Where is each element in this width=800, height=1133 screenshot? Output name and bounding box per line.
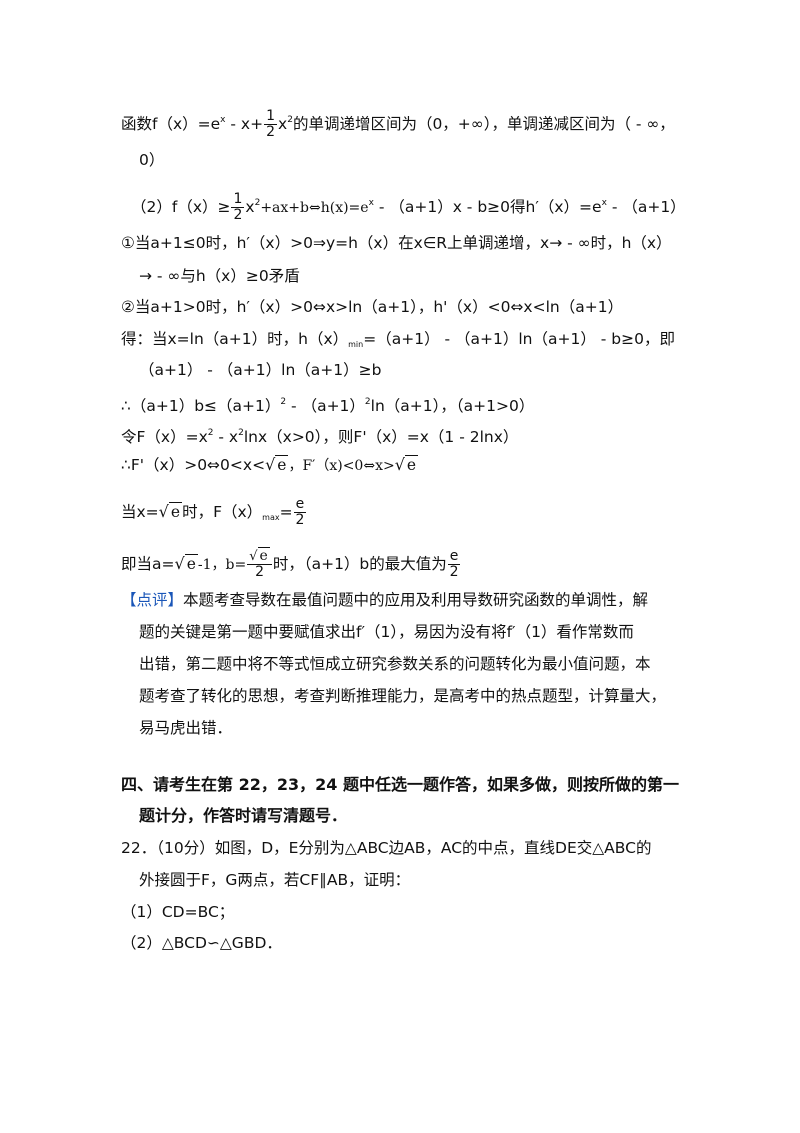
denominator: 2 (255, 564, 264, 580)
numerator: 1 (264, 108, 278, 125)
text: 得：当x=ln（a+1）时，h（x） (121, 330, 349, 348)
numerator: √e (247, 547, 272, 565)
problem-line-1: 22．（10分）如图，D，E分别为△ABC边AB，AC的中点，直线DE交△ABC… (121, 839, 652, 857)
text: 令F（x）=x (121, 428, 208, 446)
problem-part-2: （2）△BCD∽△GBD． (121, 934, 282, 952)
superscript: x (368, 198, 374, 208)
solution-line-5: → - ∞与h（x）≥0矛盾 (139, 267, 300, 285)
superscript: x (220, 115, 226, 125)
text: - x (213, 428, 239, 446)
text: 的单调递增区间为（0，+∞），单调递减区间为（ - ∞， (292, 115, 675, 133)
text: 本题考查导数在最值问题中的应用及利用导数研究函数的单调性，解 (183, 591, 649, 609)
comment-tag: 【点评】 (121, 591, 184, 609)
sqrt: √e (158, 502, 183, 521)
text: 函数f（x）=e (121, 115, 221, 133)
text: - （a+1）x - b≥0得h′（x）=e (373, 198, 602, 216)
text: - （a+1） (286, 397, 365, 415)
radicand: e (168, 502, 183, 521)
section-heading-line-2: 题计分，作答时请写清题号． (139, 806, 348, 825)
serif-text: -1，b= (197, 557, 247, 573)
solution-line-7: 得：当x=ln（a+1）时，h（x）min=（a+1） - （a+1）ln（a+… (121, 329, 675, 355)
serif-text: +ax+b⇔h(x)=e (260, 200, 369, 216)
text: ∴F'（x）>0⇔0<x< (121, 456, 266, 474)
superscript: 2 (287, 115, 293, 125)
solution-line-9: ∴（a+1）b≤（a+1）2 - （a+1）2ln（a+1），（a+1>0） (121, 392, 534, 416)
superscript: 2 (364, 397, 371, 407)
superscript: 2 (280, 397, 287, 407)
denominator: 2 (266, 124, 276, 140)
text: 时，F（x） (182, 503, 263, 521)
solution-line-8: （a+1） - （a+1）ln（a+1）≥b (139, 361, 382, 379)
text: x (278, 115, 288, 133)
text: - x+ (225, 115, 264, 133)
problem-part-1: （1）CD=BC； (121, 903, 235, 921)
comment-line-1: 【点评】本题考查导数在最值问题中的应用及利用导数研究函数的单调性，解 (121, 590, 648, 610)
section-heading-line-1: 四、请考生在第 22，23，24 题中任选一题作答，如果多做，则按所做的第一 (121, 775, 679, 794)
text: =（a+1） - （a+1）ln（a+1） - b≥0，即 (363, 330, 675, 348)
solution-line-11: ∴F'（x）>0⇔0<x<√e，F′（x)<0⇔x>√e (121, 455, 419, 476)
subscript: min (348, 340, 364, 349)
radicand: e (257, 547, 270, 564)
text: = (279, 503, 293, 521)
radicand: e (275, 455, 289, 474)
text: x (245, 198, 255, 216)
text: ln（a+1），（a+1>0） (370, 397, 535, 415)
numerator: 1 (231, 191, 245, 208)
sqrt: √e (265, 455, 289, 474)
comment-line-5: 易马虎出错． (139, 719, 233, 737)
solution-line-4: ①当a+1≤0时，h′（x）>0⇒y=h（x）在x∈R上单调递增，x→ - ∞时… (121, 234, 672, 252)
text: ∴（a+1）b≤（a+1） (121, 397, 281, 415)
superscript: x (601, 198, 607, 208)
text: lnx（x>0），则F'（x）=x（1 - 2lnx） (243, 428, 519, 446)
text: 即当a= (121, 555, 175, 573)
text: （2）f（x）≥ (131, 198, 231, 216)
superscript: 2 (207, 428, 214, 438)
superscript: 2 (254, 198, 261, 208)
problem-line-2: 外接圆于F，G两点，若CF∥AB，证明： (139, 871, 411, 889)
solution-line-10: 令F（x）=x2 - x2lnx（x>0），则F'（x）=x（1 - 2lnx） (121, 423, 518, 447)
sqrt: √e (249, 547, 270, 564)
comment-line-4: 题考查了转化的思想，考查判断推理能力，是高考中的热点题型，计算量大， (139, 687, 667, 705)
serif-text: ，F′（x)<0⇔x> (288, 458, 395, 474)
comment-line-2: 题的关键是第一题中要赋值求出f′（1），易因为没有将f′（1）看作常数而 (139, 623, 634, 641)
text: - （a+1） (606, 198, 686, 216)
numerator: e (447, 548, 461, 565)
solution-line-6: ②当a+1>0时，h′（x）>0⇔x>ln（a+1），h'（x）<0⇔x<ln（… (121, 298, 624, 316)
sqrt: √e (174, 554, 198, 573)
numerator: e (293, 496, 307, 513)
subscript: max (262, 513, 280, 522)
text: 当x= (121, 503, 159, 521)
radicand: e (184, 554, 198, 573)
denominator: 2 (295, 512, 305, 528)
comment-line-3: 出错，第二题中将不等式恒成立研究参数关系的问题转化为最小值问题，本 (139, 655, 651, 673)
denominator: 2 (449, 564, 459, 580)
denominator: 2 (233, 207, 243, 223)
superscript: 2 (238, 428, 244, 438)
sqrt: √e (394, 455, 419, 474)
solution-line-2: 0） (139, 151, 165, 169)
text: 时，（a+1）b的最大值为 (272, 555, 447, 573)
radicand: e (404, 455, 419, 474)
